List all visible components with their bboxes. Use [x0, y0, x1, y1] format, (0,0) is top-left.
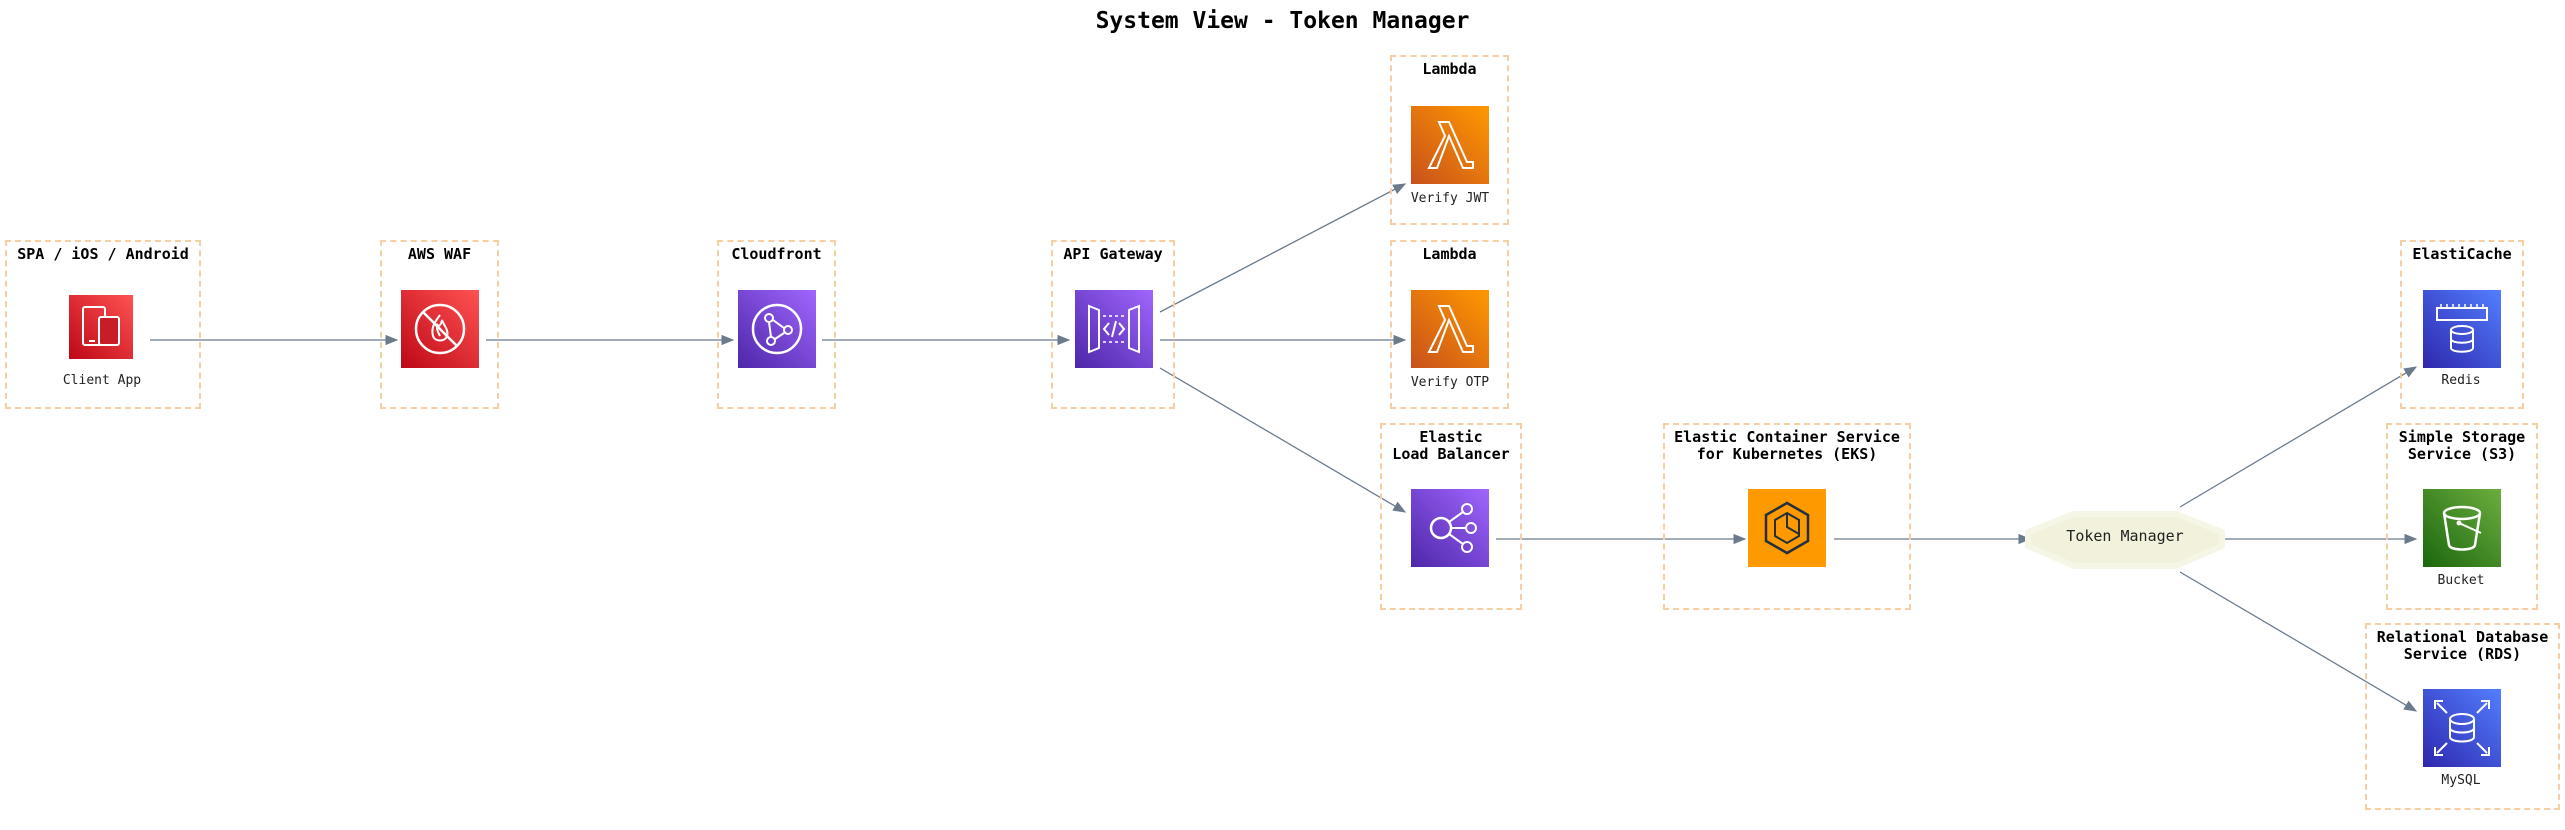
group-cloudfront: Cloudfront	[717, 240, 836, 409]
elasticache-icon	[2423, 290, 2501, 368]
group-elasticache: ElastiCache	[2400, 240, 2524, 409]
edge-apigw-elb	[1159, 367, 1407, 513]
edge-token-manager-rds	[2179, 571, 2418, 712]
group-elb-label: Elastic Load Balancer	[1392, 428, 1510, 463]
group-apigw: API Gateway	[1051, 240, 1175, 409]
group-lambda-otp: Lambda	[1390, 240, 1509, 409]
group-s3-label: Simple Storage Service (S3)	[2398, 428, 2526, 463]
group-lambda-jwt-label: Lambda	[1422, 60, 1477, 78]
token-manager-label: Token Manager	[2066, 527, 2184, 545]
group-s3: Simple Storage Service (S3)	[2386, 423, 2538, 610]
bucket-caption: Bucket	[2437, 573, 2485, 588]
mysql-caption: MySQL	[2441, 773, 2481, 788]
edge-token-manager-redis	[2179, 366, 2418, 508]
cloudfront-icon	[738, 290, 816, 368]
group-waf-label: AWS WAF	[407, 245, 472, 263]
group-client-label: SPA / iOS / Android	[17, 245, 189, 263]
eks-icon	[1748, 489, 1826, 567]
group-lambda-jwt: Lambda	[1390, 55, 1509, 225]
group-apigw-label: API Gateway	[1063, 245, 1163, 263]
group-elb: Elastic Load Balancer	[1380, 423, 1522, 610]
edge-apigw-lambda-jwt	[1159, 183, 1407, 313]
group-eks: Elastic Container Service for Kubernetes…	[1663, 423, 1911, 610]
group-lambda-otp-label: Lambda	[1422, 245, 1477, 263]
rds-icon	[2423, 689, 2501, 767]
s3-bucket-icon	[2423, 489, 2501, 567]
lambda-icon	[1411, 106, 1489, 184]
load-balancer-icon	[1411, 489, 1489, 567]
api-gateway-icon	[1075, 290, 1153, 368]
client-app-caption: Client App	[62, 373, 142, 388]
verify-jwt-caption: Verify JWT	[1410, 191, 1490, 206]
group-elasticache-label: ElastiCache	[2412, 245, 2512, 263]
redis-caption: Redis	[2441, 373, 2481, 388]
token-manager-node	[2025, 511, 2225, 569]
waf-icon	[401, 290, 479, 368]
group-cloudfront-label: Cloudfront	[731, 245, 822, 263]
verify-otp-caption: Verify OTP	[1410, 375, 1490, 390]
lambda-icon	[1411, 290, 1489, 368]
group-rds-label: Relational Database Service (RDS)	[2376, 628, 2549, 663]
group-eks-label: Elastic Container Service for Kubernetes…	[1674, 428, 1900, 463]
mobile-client-icon	[69, 295, 133, 359]
diagram-title: System View - Token Manager	[1095, 8, 1470, 34]
group-waf: AWS WAF	[380, 240, 499, 409]
group-rds: Relational Database Service (RDS)	[2365, 623, 2560, 810]
group-client: SPA / iOS / Android	[5, 240, 201, 409]
